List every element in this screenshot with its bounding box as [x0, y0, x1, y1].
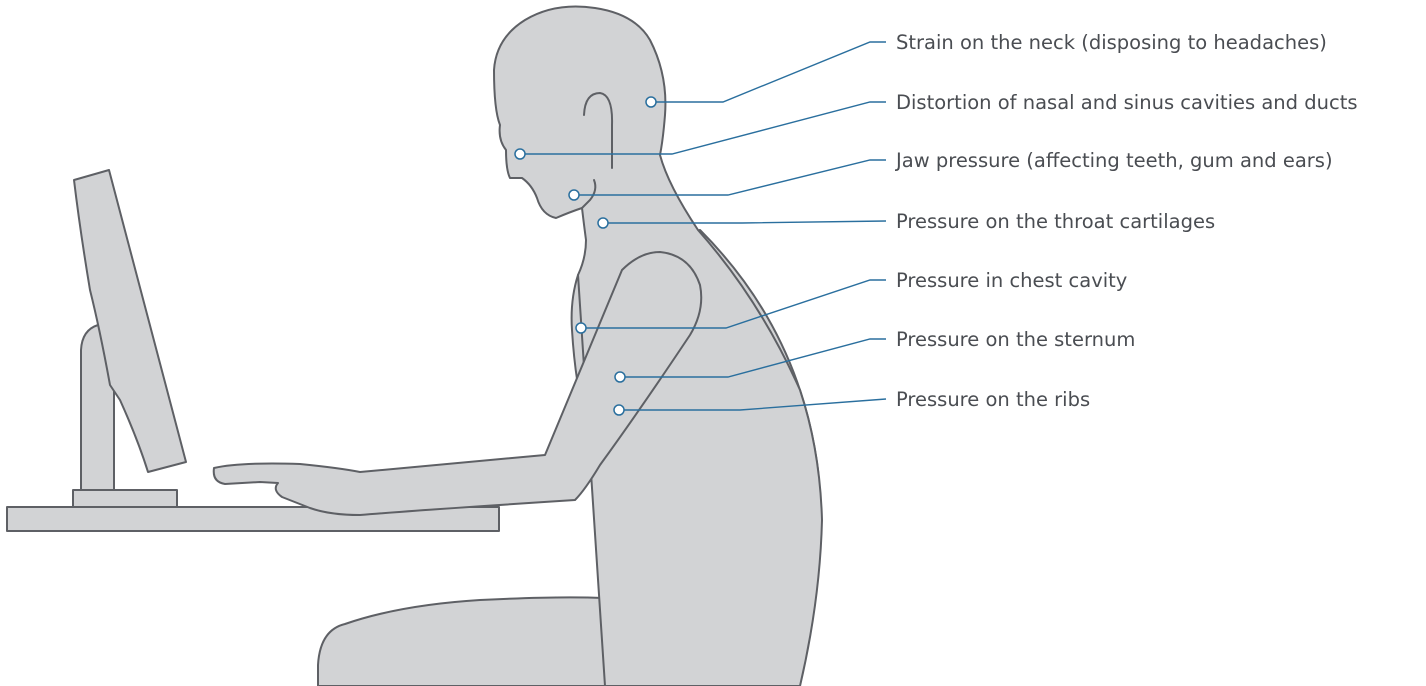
marker-neck	[646, 97, 656, 107]
label-neck-strain: Strain on the neck (disposing to headach…	[896, 31, 1327, 54]
marker-ribs	[614, 405, 624, 415]
monitor-base	[73, 490, 177, 507]
label-throat-pressure: Pressure on the throat cartilages	[896, 210, 1215, 233]
marker-nasal	[515, 149, 525, 159]
label-sternum-pressure: Pressure on the sternum	[896, 328, 1135, 351]
marker-chest	[576, 323, 586, 333]
label-jaw-pressure: Jaw pressure (affecting teeth, gum and e…	[894, 149, 1333, 172]
leader-line-neck	[651, 42, 886, 102]
label-ribs-pressure: Pressure on the ribs	[896, 388, 1090, 411]
marker-throat	[598, 218, 608, 228]
marker-jaw	[569, 190, 579, 200]
marker-sternum	[615, 372, 625, 382]
label-chest-pressure: Pressure in chest cavity	[896, 269, 1127, 292]
label-nasal-distortion: Distortion of nasal and sinus cavities a…	[896, 91, 1358, 114]
